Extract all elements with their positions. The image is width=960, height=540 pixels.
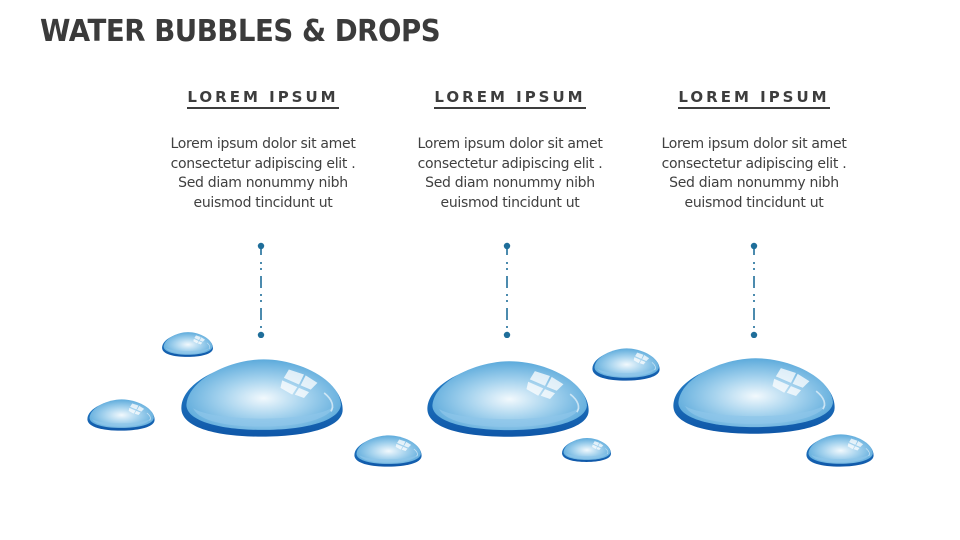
body-line: Sed diam nonummy nibh <box>669 175 839 191</box>
column-body: Lorem ipsum dolor sit amet consectetur a… <box>400 135 620 213</box>
body-line: euismod tincidunt ut <box>193 194 333 211</box>
dash-dot-connector-icon <box>503 242 511 338</box>
slide-title: WATER BUBBLES & DROPS <box>40 14 441 49</box>
body-line: Lorem ipsum dolor sit amet <box>417 136 603 152</box>
water-drop-icon <box>86 398 156 432</box>
water-drop-icon <box>805 433 875 468</box>
body-line: euismod tincidunt ut <box>684 194 824 211</box>
dash-dot-connector-icon <box>257 242 265 338</box>
info-column-3: LOREM IPSUM Lorem ipsum dolor sit amet c… <box>644 88 864 213</box>
dash-dot-connector-icon <box>750 242 758 338</box>
body-line: consectetur adipiscing elit . <box>417 155 603 172</box>
water-drop-icon <box>670 355 838 437</box>
column-heading: LOREM IPSUM <box>678 88 830 109</box>
water-drop-icon <box>561 437 612 463</box>
water-drop-icon <box>424 358 592 440</box>
body-line: Lorem ipsum dolor sit amet <box>170 136 356 152</box>
body-line: Lorem ipsum dolor sit amet <box>661 136 847 152</box>
body-line: euismod tincidunt ut <box>440 194 580 211</box>
column-heading: LOREM IPSUM <box>434 88 586 109</box>
column-body: Lorem ipsum dolor sit amet consectetur a… <box>153 135 373 213</box>
column-body: Lorem ipsum dolor sit amet consectetur a… <box>644 135 864 213</box>
info-column-2: LOREM IPSUM Lorem ipsum dolor sit amet c… <box>400 88 620 213</box>
info-column-1: LOREM IPSUM Lorem ipsum dolor sit amet c… <box>153 88 373 213</box>
water-drop-icon <box>353 434 423 468</box>
body-line: Sed diam nonummy nibh <box>425 175 595 191</box>
body-line: Sed diam nonummy nibh <box>178 175 348 191</box>
body-line: consectetur adipiscing elit . <box>170 155 356 172</box>
water-drop-icon <box>591 347 661 382</box>
body-line: consectetur adipiscing elit . <box>661 155 847 172</box>
water-drop-icon <box>161 331 214 358</box>
column-heading: LOREM IPSUM <box>187 88 339 109</box>
water-drop-icon <box>178 356 346 440</box>
